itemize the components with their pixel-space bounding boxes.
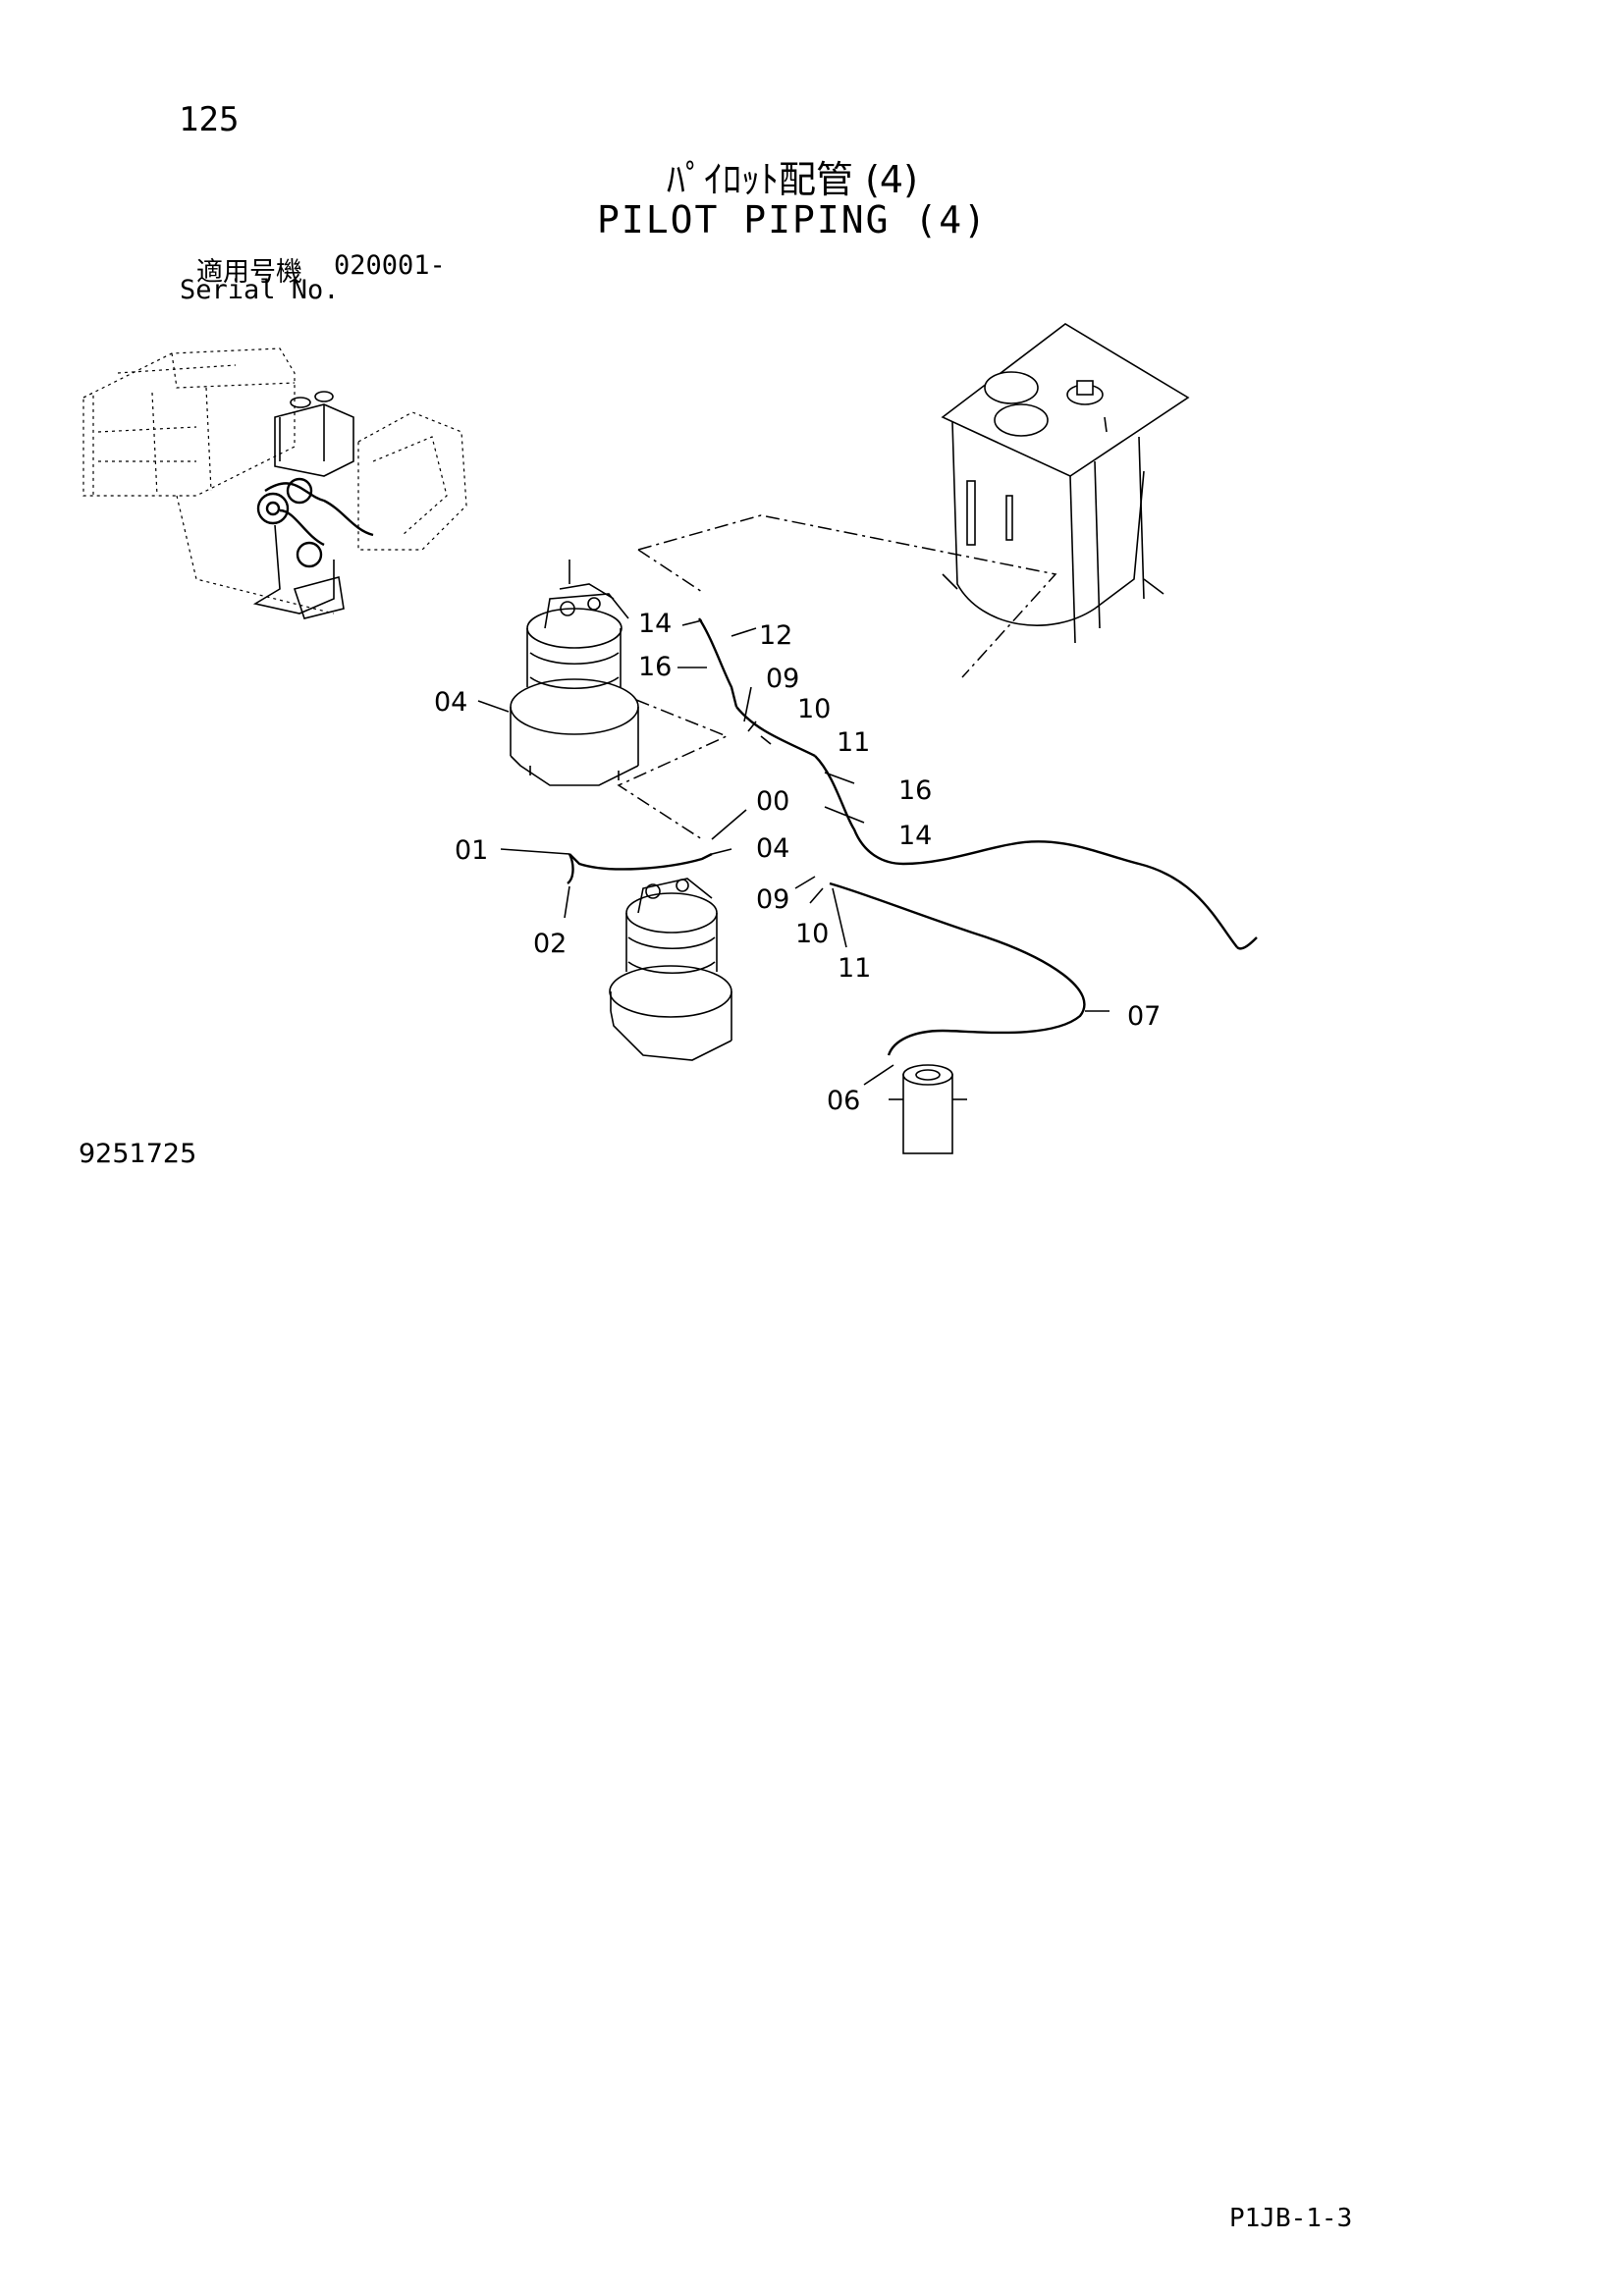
pilot-valve-unit bbox=[889, 1064, 967, 1154]
callout-14: 14 bbox=[638, 609, 672, 639]
callout-14: 14 bbox=[898, 821, 932, 851]
callout-04: 04 bbox=[434, 687, 467, 718]
callout-leaders bbox=[477, 619, 1110, 1086]
upper-swing-motor bbox=[510, 560, 639, 786]
callout-10: 10 bbox=[797, 694, 831, 724]
drawing-number: 9251725 bbox=[79, 1139, 197, 1169]
callout-11: 11 bbox=[838, 953, 871, 984]
callout-06: 06 bbox=[827, 1086, 860, 1116]
callout-07: 07 bbox=[1127, 1001, 1161, 1032]
callout-04: 04 bbox=[756, 833, 789, 864]
page-title-japanese: ﾊﾟｲﾛｯﾄ配管 (4) bbox=[667, 158, 918, 201]
callout-10: 10 bbox=[795, 919, 829, 949]
callout-11: 11 bbox=[837, 727, 870, 758]
serial-value: 020001- bbox=[334, 250, 446, 281]
serial-label: Serial No. bbox=[180, 275, 340, 305]
page-number: 125 bbox=[179, 100, 240, 139]
callout-labels: 14 12 16 09 10 11 04 16 14 00 04 01 02 0… bbox=[434, 609, 1161, 1116]
page-title: PILOT PIPING (4) bbox=[596, 198, 989, 241]
machine-overview-thumbnail bbox=[82, 347, 467, 619]
callout-09: 09 bbox=[766, 664, 799, 694]
callout-00: 00 bbox=[756, 786, 789, 817]
pilot-hoses bbox=[567, 617, 1258, 1056]
callout-01: 01 bbox=[455, 835, 488, 866]
callout-16: 16 bbox=[638, 652, 672, 682]
lower-swing-motor bbox=[609, 878, 732, 1061]
callout-02: 02 bbox=[533, 929, 567, 959]
callout-12: 12 bbox=[759, 620, 792, 651]
hydraulic-tank bbox=[941, 323, 1190, 644]
callout-16: 16 bbox=[898, 775, 932, 806]
callout-09: 09 bbox=[756, 884, 789, 915]
page-code: P1JB-1-3 bbox=[1229, 2204, 1353, 2233]
reference-lines bbox=[617, 514, 1057, 840]
serial-label-japanese: 適用号機 bbox=[196, 257, 302, 288]
